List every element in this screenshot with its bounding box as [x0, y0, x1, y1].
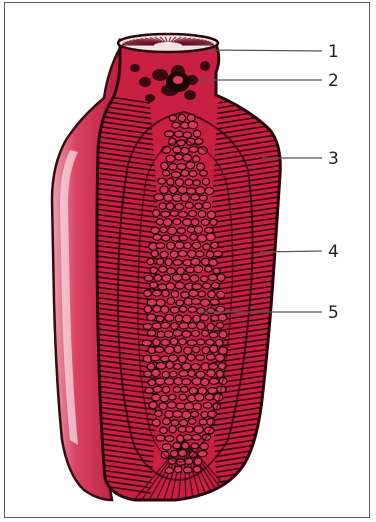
neck-cavity-inner: [173, 76, 183, 84]
callout-label-1: 1: [328, 42, 339, 62]
callout-label-3: 3: [328, 149, 339, 169]
callout-label-2: 2: [328, 71, 339, 91]
leader-line-1: [208, 50, 322, 51]
callout-label-5: 5: [328, 303, 339, 323]
callout-label-4: 4: [328, 242, 339, 262]
